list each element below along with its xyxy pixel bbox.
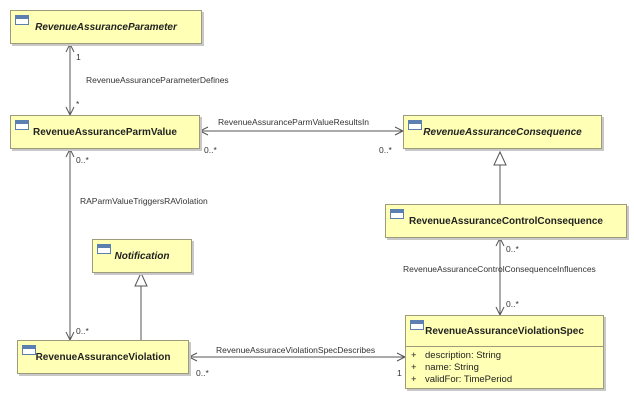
assoc-label-results-in: RevenueAssuranceParmValueResultsIn	[218, 117, 370, 127]
class-name: RevenueAssuranceParameter	[35, 21, 177, 33]
attribute-text: validFor: TimePeriod	[425, 374, 513, 385]
visibility-marker: +	[411, 362, 417, 373]
visibility-marker: +	[411, 350, 417, 361]
class-revenue-assurance-consequence[interactable]: RevenueAssuranceConsequence	[403, 115, 602, 149]
class-icon	[410, 320, 424, 330]
class-icon	[22, 345, 36, 355]
multiplicity-results-in-target: 0..*	[379, 145, 392, 155]
class-notification[interactable]: Notification	[92, 239, 192, 273]
multiplicity-influences-source: 0..*	[506, 244, 519, 254]
assoc-label-triggers: RAParmValueTriggersRAViolation	[80, 196, 208, 206]
multiplicity-describes-source: 0..*	[196, 368, 209, 378]
attribute-valid-for[interactable]: + validFor: TimePeriod	[411, 374, 512, 386]
assoc-label-influences: RevenueAssuranceControlConsequenceInflue…	[403, 264, 596, 274]
class-revenue-assurance-violation[interactable]: RevenueAssuranceViolation	[17, 340, 189, 374]
arrowhead-influences-top	[495, 236, 505, 247]
multiplicity-describes-target: 1	[397, 368, 402, 378]
arrowhead-defines-top	[65, 42, 75, 53]
class-name: RevenueAssuranceParmValue	[33, 126, 177, 138]
class-name: RevenueAssuranceConsequence	[423, 126, 582, 138]
generalization-arrow-consequence	[493, 150, 507, 166]
multiplicity-triggers-target: 0..*	[76, 326, 89, 336]
attribute-name[interactable]: + name: String	[411, 362, 512, 374]
class-revenue-assurance-control-consequence[interactable]: RevenueAssuranceControlConsequence	[385, 204, 627, 238]
compartment-divider	[406, 346, 603, 347]
arrowhead-describes-left	[187, 352, 198, 362]
class-revenue-assurance-parameter[interactable]: RevenueAssuranceParameter	[10, 10, 202, 44]
class-icon	[15, 120, 29, 130]
class-revenue-assurance-parm-value[interactable]: RevenueAssuranceParmValue	[10, 115, 200, 149]
class-name: Notification	[114, 250, 170, 262]
multiplicity-results-in-source: 0..*	[204, 145, 217, 155]
class-icon	[15, 15, 29, 25]
multiplicity-defines-source: 1	[76, 52, 81, 62]
multiplicity-triggers-source: 0..*	[76, 155, 89, 165]
assoc-label-describes: RevenueAssuraceViolationSpecDescribes	[216, 345, 376, 355]
multiplicity-defines-target: *	[76, 99, 80, 109]
attribute-list: + description: String + name: String + vali…	[411, 350, 512, 386]
attribute-text: name: String	[425, 362, 479, 373]
class-icon	[390, 209, 404, 219]
multiplicity-influences-target: 0..*	[506, 299, 519, 309]
attribute-description[interactable]: + description: String	[411, 350, 512, 362]
visibility-marker: +	[411, 374, 417, 385]
class-name: RevenueAssuranceViolationSpec	[425, 325, 584, 337]
class-revenue-assurance-violation-spec[interactable]: RevenueAssuranceViolationSpec + descripti…	[405, 315, 604, 389]
class-name: RevenueAssuranceViolation	[35, 351, 171, 363]
class-icon	[97, 244, 111, 254]
arrowhead-results-in-left	[198, 126, 209, 136]
assoc-label-defines: RevenueAssuranceParameterDefines	[86, 75, 229, 85]
class-name: RevenueAssuranceControlConsequence	[409, 215, 603, 227]
attribute-text: description: String	[425, 350, 502, 361]
arrowhead-triggers-top	[65, 147, 75, 158]
class-icon	[408, 120, 422, 130]
generalization-arrow-notification	[134, 271, 148, 287]
